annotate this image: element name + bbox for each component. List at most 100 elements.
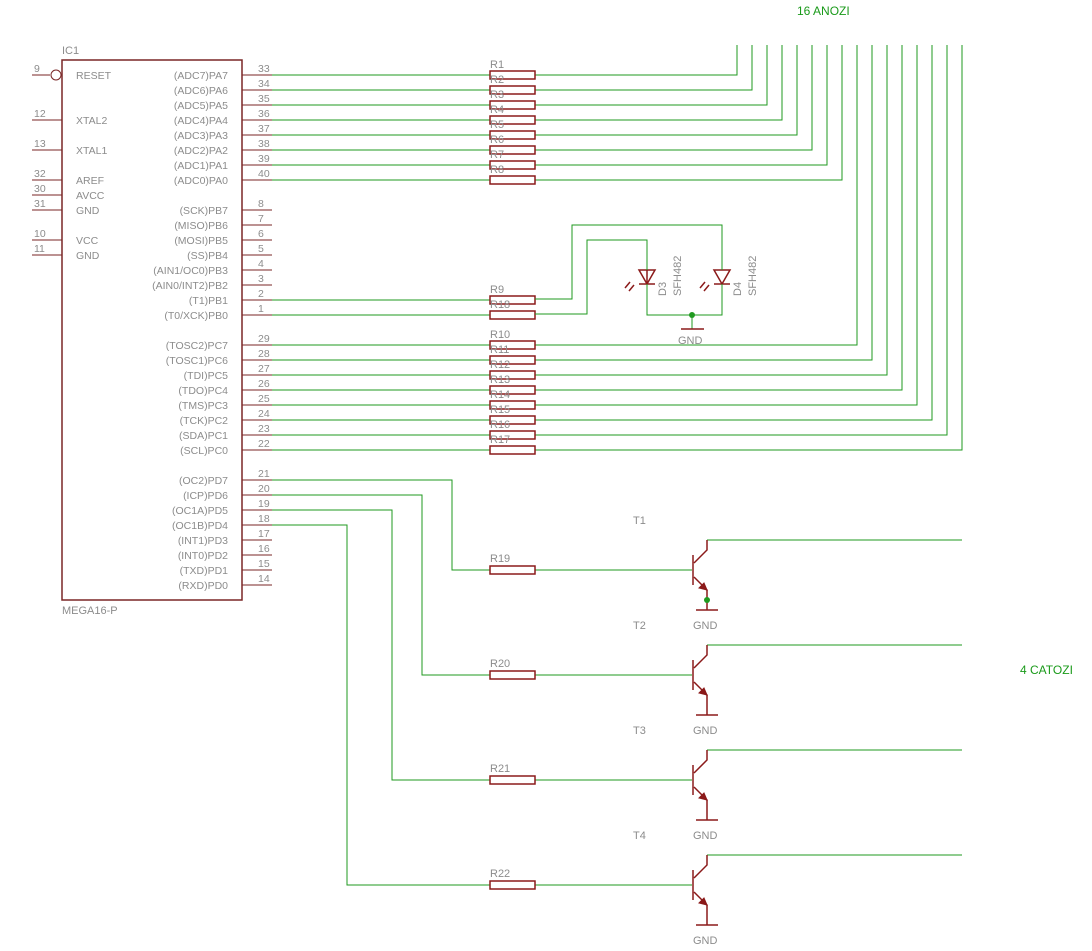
- resistor-body: [489, 295, 536, 305]
- pin-number: 16: [258, 543, 270, 555]
- pin-number: 11: [34, 243, 45, 255]
- diode-d3-name: D3: [657, 282, 669, 296]
- net-wires: [272, 45, 963, 886]
- pin-name: (TOSC2)PC7: [166, 340, 228, 352]
- pin-number: 1: [258, 303, 264, 315]
- pin-number: 39: [258, 153, 270, 165]
- pin-name: (INT0)PD2: [178, 550, 228, 562]
- ic-right-pin: 14 (RXD)PD0: [178, 573, 272, 592]
- resistor-body: [489, 340, 536, 350]
- pin-name: AVCC: [76, 190, 105, 202]
- resistor-label: R8: [490, 164, 504, 176]
- ic-value: MEGA16-P: [62, 605, 118, 617]
- ic-right-pin: 21(OC2)PD7: [179, 468, 272, 487]
- diode-d3: D3 SFH482: [624, 256, 684, 296]
- pin-number: 9: [34, 63, 40, 75]
- resistor-label: R1: [490, 59, 504, 71]
- resistor-label: R7: [490, 149, 504, 161]
- resistor: R17: [489, 434, 536, 455]
- npn-transistor: GND T4: [633, 830, 718, 947]
- pin-name: (ADC2)PA2: [174, 145, 228, 157]
- ic-right-pin: 28(TOSC1)PC6: [166, 348, 272, 367]
- ic-right-pin: 25(TMS)PC3: [178, 393, 272, 412]
- resistor-label: R11: [490, 344, 509, 356]
- photodiode-section: D3 SFH482 D4 SFH482 GND: [535, 224, 759, 347]
- ic-right-pin: 19 (OC1A)PD5: [172, 498, 272, 517]
- resistor: R10: [489, 329, 536, 350]
- ic-right-pin: 8(SCK)PB7: [180, 198, 272, 217]
- pin-number: 24: [258, 408, 270, 420]
- transistor-label: T1: [633, 515, 646, 527]
- resistor: R8: [489, 164, 536, 185]
- pin-number: 27: [258, 363, 270, 375]
- ic-right-pin: 17(INT1)PD3: [178, 528, 272, 547]
- pin-name: XTAL2: [76, 115, 107, 127]
- ic-right-pin: 5(SS)PB4: [187, 243, 272, 262]
- resistor-body: [489, 130, 536, 140]
- diode-d4-value: SFH482: [747, 256, 759, 296]
- pin-number: 8: [258, 198, 264, 210]
- pin-name: (MOSI)PB5: [174, 235, 228, 247]
- pin-number: 19: [258, 498, 270, 510]
- pin-number: 40: [258, 168, 270, 180]
- pin-number: 2: [258, 288, 264, 300]
- ic-left-pins: 9RESET12XTAL213XTAL132AREF30AVCC31GND10V…: [32, 63, 112, 262]
- pin-number: 22: [258, 438, 270, 450]
- microcontroller-ic: IC1 MEGA16-P 9RESET12XTAL213XTAL132AREF3…: [32, 45, 272, 617]
- ic-right-pin: 2(T1)PB1: [189, 288, 272, 307]
- pin-name: (AIN1/OC0)PB3: [153, 265, 228, 277]
- ic-name: IC1: [62, 45, 79, 57]
- resistor: R22: [489, 868, 536, 890]
- ic-right-pin: 38(ADC2)PA2: [174, 138, 272, 157]
- pin-number: 31: [34, 198, 46, 210]
- resistor: R15: [489, 404, 536, 425]
- pin-name: (OC1A)PD5: [172, 505, 228, 517]
- ic-right-pins: 33(ADC7)PA734(ADC6)PA635(ADC5)PA536(ADC4…: [152, 63, 272, 592]
- pin-name: (TOSC1)PC6: [166, 355, 228, 367]
- transistor-label: T4: [633, 830, 646, 842]
- diode-d3-value: SFH482: [672, 256, 684, 296]
- resistor-body: [489, 445, 536, 455]
- resistor-body: [489, 100, 536, 110]
- resistor-label: R21: [490, 763, 510, 775]
- resistor-label: R6: [490, 134, 504, 146]
- gnd-label: GND: [693, 830, 718, 842]
- pin-number: 20: [258, 483, 270, 495]
- junction-dot: [704, 597, 710, 603]
- resistor: R9: [489, 284, 536, 305]
- pin-name: (TDI)PC5: [184, 370, 228, 382]
- pin-name: (OC1B)PD4: [172, 520, 228, 532]
- transistor-label: T2: [633, 620, 646, 632]
- resistor-label: R15: [490, 404, 510, 416]
- resistor-body: [489, 415, 536, 425]
- resistor: R16: [489, 419, 536, 440]
- pin-name: (ADC0)PA0: [174, 175, 228, 187]
- pin-name: GND: [76, 205, 100, 217]
- pin-name: (RXD)PD0: [178, 580, 228, 592]
- ic-right-pin: 26(TDO)PC4: [178, 378, 272, 397]
- resistor-label: R18: [490, 299, 510, 311]
- pin-name: VCC: [76, 235, 99, 247]
- ic-right-pin: 3(AIN0/INT2)PB2: [152, 273, 272, 292]
- ic-right-pin: 4 (AIN1/OC0)PB3: [153, 258, 272, 277]
- ic-right-pin: 7(MISO)PB6: [174, 213, 272, 232]
- pin-name: (SDA)PC1: [179, 430, 228, 442]
- diode-d4-name: D4: [732, 282, 744, 296]
- resistor-body: [489, 70, 536, 80]
- ic-body: [61, 59, 243, 601]
- pin-name: (MISO)PB6: [174, 220, 228, 232]
- pin-number: 33: [258, 63, 270, 75]
- resistor-label: R10: [490, 329, 510, 341]
- ic-right-pin: 39(ADC1)PA1: [174, 153, 272, 172]
- resistor-body: [489, 85, 536, 95]
- resistor: R5: [489, 119, 536, 140]
- pin-name: (ADC7)PA7: [174, 70, 228, 82]
- pin-number: 15: [258, 558, 270, 570]
- ic-right-pin: 33 (ADC7)PA7: [174, 63, 272, 82]
- pin-number: 4: [258, 258, 264, 270]
- pin-name: (SS)PB4: [187, 250, 228, 262]
- pin-number: 14: [258, 573, 270, 585]
